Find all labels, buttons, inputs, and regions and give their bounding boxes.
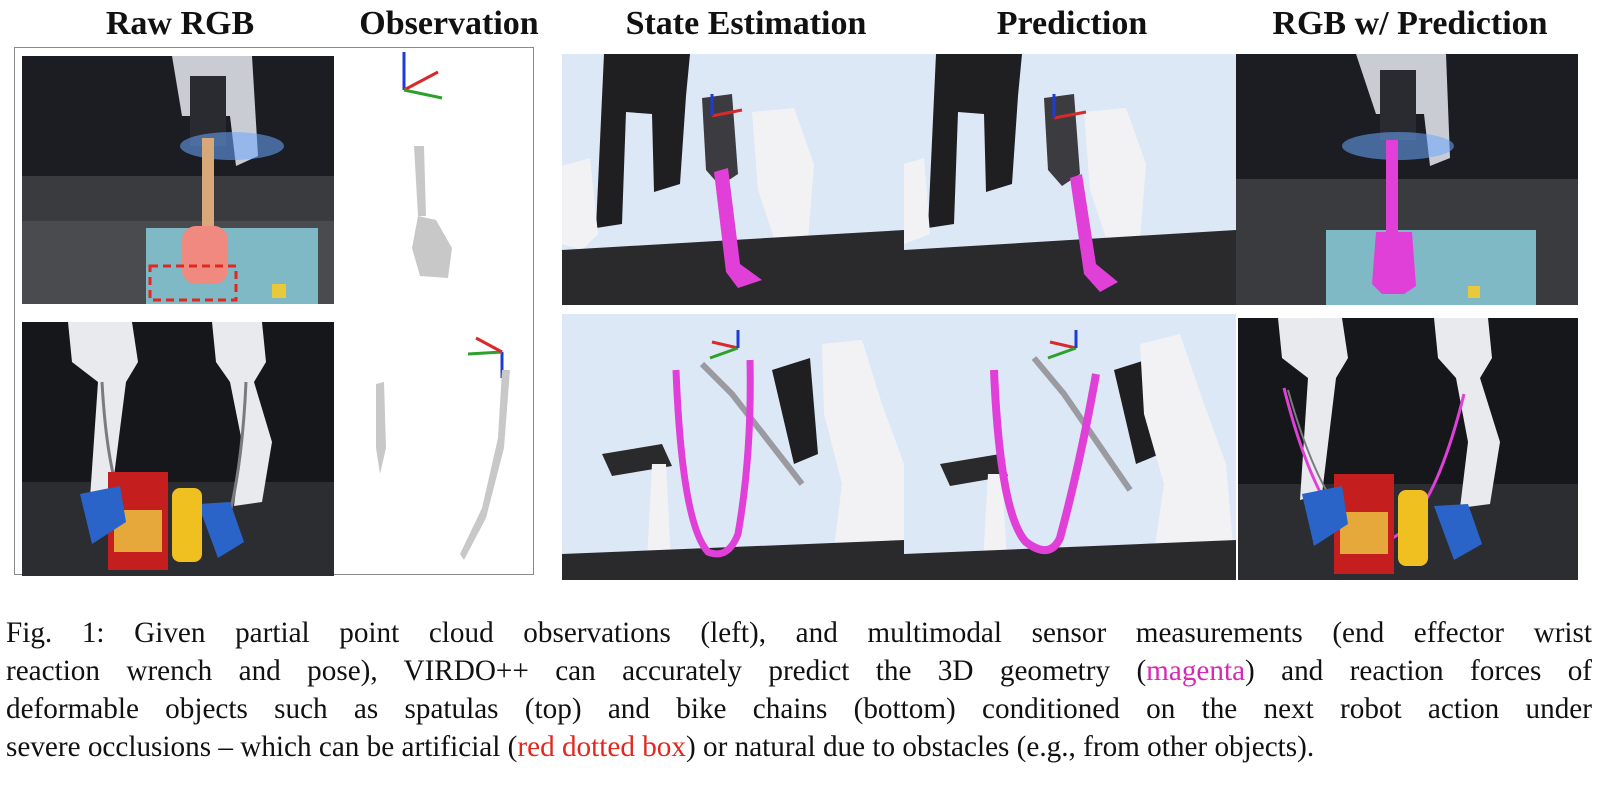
caption-line-1: Fig. 1: Given partial point cloud observ…	[6, 617, 1592, 649]
caption-line-3: deformable objects such as spatulas (top…	[6, 693, 1592, 725]
figure-caption: Fig. 1: Given partial point cloud observ…	[6, 614, 1592, 766]
header-rgb-with-prediction: RGB w/ Prediction	[1272, 5, 1548, 42]
caption-line-2-end: ) and reaction forces of	[1245, 655, 1593, 687]
caption-line-2: reaction wrench and pose), VIRDO++ can a…	[6, 652, 1592, 690]
rgb-with-prediction-bike-chain-image	[1238, 318, 1578, 580]
caption-red-text: red dotted box	[517, 731, 686, 763]
observation-bike-chain-pointcloud	[340, 318, 532, 572]
header-state-estimation: State Estimation	[625, 5, 867, 42]
caption-line-4-end: ) or natural due to obstacles (e.g., fro…	[686, 731, 1315, 763]
state-estimation-spatula-render	[562, 54, 904, 305]
prediction-bike-chain-render	[904, 314, 1236, 580]
header-prediction: Prediction	[996, 5, 1148, 42]
raw-rgb-spatula-image	[22, 56, 334, 304]
header-observation: Observation	[359, 5, 539, 42]
rgb-with-prediction-spatula-image	[1236, 54, 1578, 305]
red-dotted-box	[148, 264, 238, 302]
caption-magenta-text: magenta	[1146, 655, 1246, 687]
prediction-spatula-render	[904, 54, 1236, 305]
caption-line-4-start: severe occlusions – which can be artific…	[6, 731, 518, 763]
raw-rgb-bike-chain-image	[22, 322, 334, 576]
header-raw-rgb: Raw RGB	[105, 5, 255, 42]
state-estimation-bike-chain-render	[562, 314, 904, 580]
caption-line-2-start: reaction wrench and pose), VIRDO++ can a…	[6, 655, 1147, 687]
caption-line-4: severe occlusions – which can be artific…	[6, 728, 1592, 766]
observation-spatula-pointcloud	[340, 48, 532, 304]
